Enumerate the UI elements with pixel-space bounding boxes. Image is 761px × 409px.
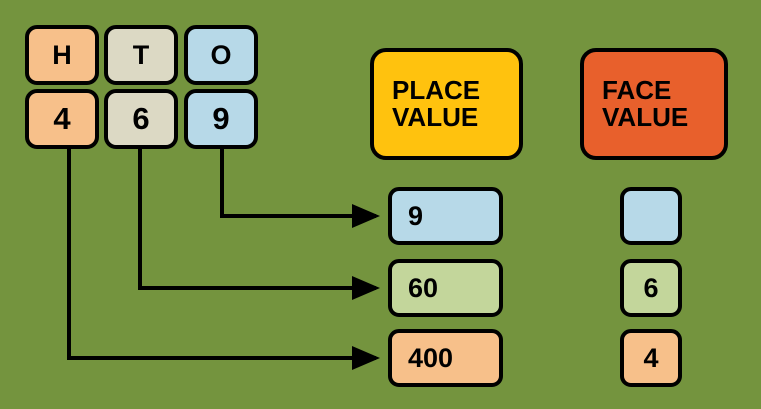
connector-9 <box>220 148 380 228</box>
place-value-title: PLACE VALUE <box>370 48 523 160</box>
place-value-ones-label: 9 <box>408 200 424 231</box>
place-value-hundreds: 400 <box>388 329 503 387</box>
digit-hundreds-label: 4 <box>53 100 71 136</box>
digit-tens: 6 <box>104 89 178 149</box>
face-value-hundreds-label: 4 <box>643 342 659 373</box>
digit-hundreds: 4 <box>25 89 99 149</box>
face-value-ones <box>620 187 682 245</box>
place-value-tens: 60 <box>388 259 503 317</box>
place-value-ones: 9 <box>388 187 503 245</box>
face-value-title: FACE VALUE <box>580 48 728 160</box>
place-value-title-line1: PLACE <box>392 74 481 105</box>
face-value-title-line1: FACE <box>602 74 672 105</box>
place-value-tens-label: 60 <box>408 272 439 303</box>
face-value-title-line2: VALUE <box>602 102 689 132</box>
place-header-ones: O <box>184 25 258 85</box>
place-header-hundreds-label: H <box>52 39 72 70</box>
digit-ones-label: 9 <box>212 100 230 136</box>
place-header-ones-label: O <box>210 39 232 70</box>
face-value-tens: 6 <box>620 259 682 317</box>
place-value-title-line2: VALUE <box>392 102 479 132</box>
place-header-hundreds: H <box>25 25 99 85</box>
place-value-hundreds-label: 400 <box>408 342 454 373</box>
face-value-tens-label: 6 <box>643 272 659 303</box>
face-value-hundreds: 4 <box>620 329 682 387</box>
digit-tens-label: 6 <box>132 100 150 136</box>
place-header-tens-label: T <box>132 39 150 70</box>
digit-ones: 9 <box>184 89 258 149</box>
place-header-tens: T <box>104 25 178 85</box>
connector-6 <box>138 148 380 300</box>
connector-4 <box>67 148 380 370</box>
